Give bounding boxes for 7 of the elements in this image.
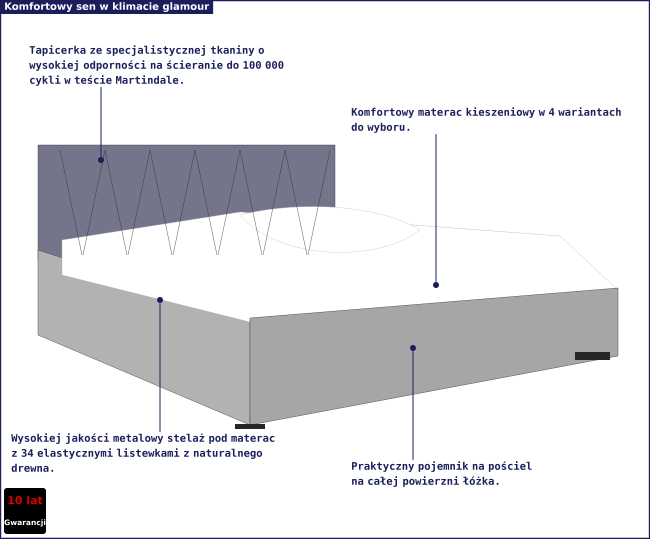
callout-text: Tapicerka ze specjalistycznej tkaniny o wysokiej odporności na ścieranie do 100 000 cykli w teście Martindale.: [29, 45, 284, 86]
callout-text: Praktyczny pojemnik na pościel na całej powierzni łóżka.: [352, 461, 532, 487]
callout-text: Komfortowy materac kieszeniowy w 4 wariantach do wyboru.: [352, 107, 621, 133]
leader-line: [100, 86, 102, 158]
leader-line: [412, 350, 414, 460]
title-bar: Komfortowy sen w klimacie glamour: [0, 0, 214, 14]
callout-text: Wysokiej jakości metalowy stelaż pod materac z 34 elastycznymi listewkami z naturalnego drewna.: [11, 433, 274, 472]
